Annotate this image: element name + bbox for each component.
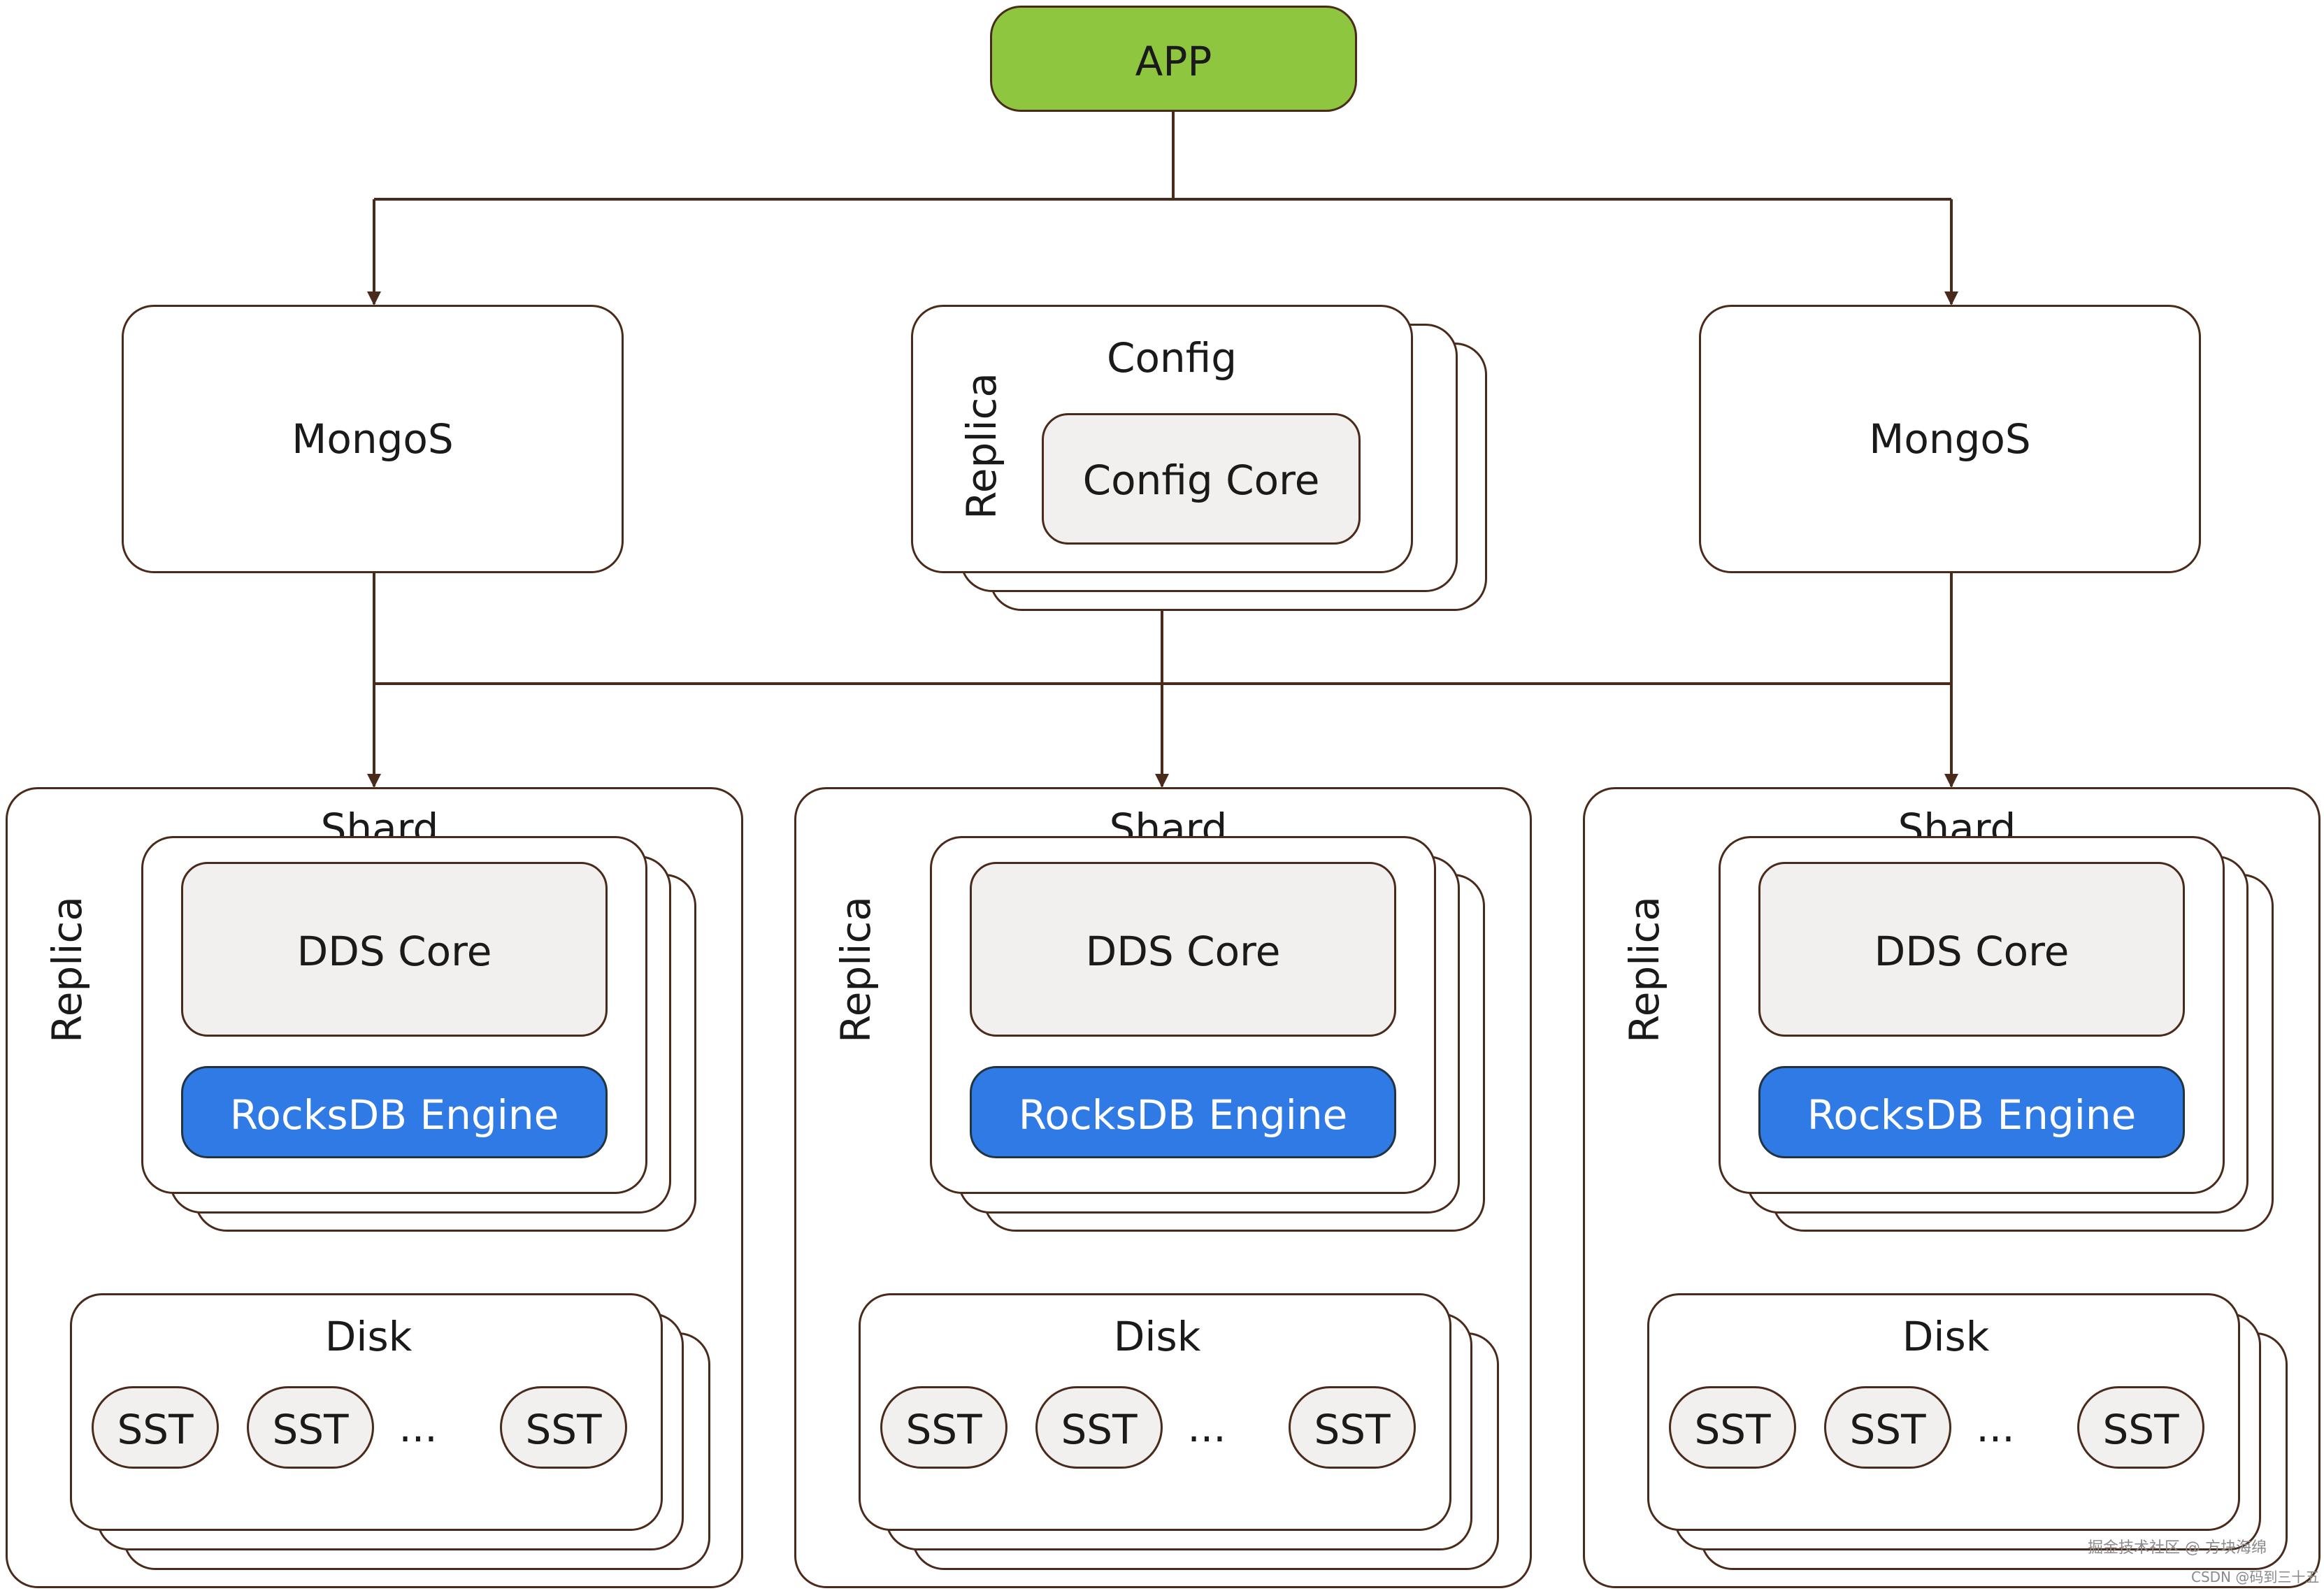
disk-title: Disk xyxy=(1902,1313,1990,1360)
app-node: APP xyxy=(990,6,1357,112)
disk-title: Disk xyxy=(324,1313,413,1360)
dds-core-box: DDS Core xyxy=(181,862,608,1037)
rocksdb-engine-box: RocksDB Engine xyxy=(970,1066,1396,1158)
config-core-box: Config Core xyxy=(1042,413,1361,545)
sst-ellipsis: ... xyxy=(399,1404,438,1451)
shard-replica-label: Replica xyxy=(43,896,91,1043)
config-node: Config Replica Config Core xyxy=(911,305,1413,573)
dds-core-label: DDS Core xyxy=(1085,928,1281,975)
watermark-line-2: CSDN @码到三十五 xyxy=(2191,1569,2320,1585)
mongos-left-label: MongoS xyxy=(292,415,454,463)
dds-core-label: DDS Core xyxy=(1874,928,2070,975)
replica-node: DDS Core RocksDB Engine xyxy=(1719,836,2225,1194)
shard-replica-label: Replica xyxy=(832,896,880,1043)
rocksdb-engine-label: RocksDB Engine xyxy=(229,1091,559,1139)
sst-label: SST xyxy=(1694,1406,1771,1453)
config-title: Config xyxy=(1106,334,1238,382)
sst-pill: SST xyxy=(880,1386,1007,1469)
dds-core-box: DDS Core xyxy=(970,862,1396,1037)
sst-pill: SST xyxy=(1035,1386,1163,1469)
shard-2: Shard Replica DDS Core RocksDB Engine Di… xyxy=(794,787,1532,1588)
sst-ellipsis: ... xyxy=(1976,1404,2015,1451)
disk-title: Disk xyxy=(1113,1313,1201,1360)
sst-label: SST xyxy=(1314,1406,1391,1453)
sst-ellipsis: ... xyxy=(1187,1404,1226,1451)
disk-node: Disk SST SST ... SST xyxy=(70,1293,663,1531)
sst-label: SST xyxy=(1849,1406,1926,1453)
sst-pill: SST xyxy=(92,1386,219,1469)
config-replica-label: Replica xyxy=(958,373,1005,519)
replica-node: DDS Core RocksDB Engine xyxy=(930,836,1436,1194)
sst-label: SST xyxy=(2102,1406,2179,1453)
sst-label: SST xyxy=(1061,1406,1138,1453)
shard-3: Shard Replica DDS Core RocksDB Engine Di… xyxy=(1583,787,2321,1588)
watermark-line-1: 掘金技术社区 @ 方块海绵 xyxy=(2088,1539,2267,1557)
sst-pill: SST xyxy=(2077,1386,2204,1469)
sst-pill: SST xyxy=(1824,1386,1951,1469)
shard-1: Shard Replica DDS Core RocksDB Engine Di… xyxy=(6,787,743,1588)
sst-label: SST xyxy=(117,1406,194,1453)
disk-node: Disk SST SST ... SST xyxy=(1647,1293,2240,1531)
rocksdb-engine-label: RocksDB Engine xyxy=(1807,1091,2137,1139)
sst-pill: SST xyxy=(1669,1386,1796,1469)
rocksdb-engine-box: RocksDB Engine xyxy=(181,1066,608,1158)
dds-core-label: DDS Core xyxy=(296,928,492,975)
rocksdb-engine-label: RocksDB Engine xyxy=(1018,1091,1348,1139)
sst-label: SST xyxy=(905,1406,982,1453)
sst-pill: SST xyxy=(500,1386,627,1469)
mongos-right-label: MongoS xyxy=(1869,415,2031,463)
shard-replica-label: Replica xyxy=(1621,896,1668,1043)
disk-node: Disk SST SST ... SST xyxy=(859,1293,1451,1531)
replica-node: DDS Core RocksDB Engine xyxy=(141,836,647,1194)
app-label: APP xyxy=(1135,38,1212,85)
sst-label: SST xyxy=(272,1406,349,1453)
dds-core-box: DDS Core xyxy=(1758,862,2185,1037)
sst-pill: SST xyxy=(247,1386,374,1469)
config-core-label: Config Core xyxy=(1082,456,1320,504)
sst-pill: SST xyxy=(1289,1386,1416,1469)
mongos-left-node: MongoS xyxy=(122,305,624,573)
mongos-right-node: MongoS xyxy=(1699,305,2201,573)
sst-label: SST xyxy=(525,1406,602,1453)
rocksdb-engine-box: RocksDB Engine xyxy=(1758,1066,2185,1158)
